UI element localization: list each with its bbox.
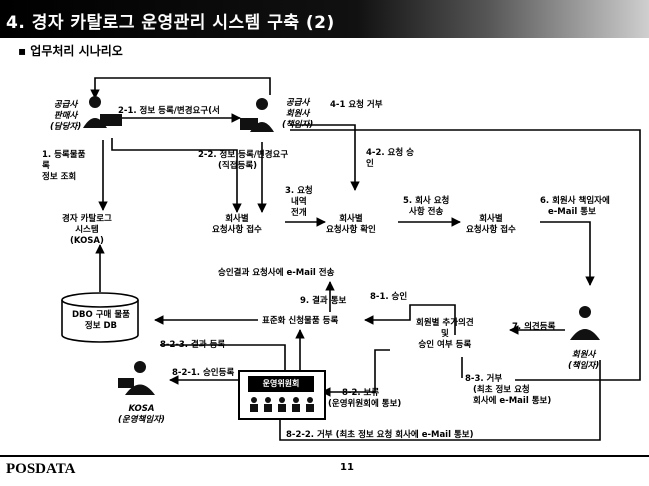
arrow-8-2 bbox=[321, 349, 390, 397]
step-2-1: 2-1. 정보 등록/변경요구(서 bbox=[118, 106, 220, 116]
step-4-2: 4-2. 요청 승 인 bbox=[366, 148, 414, 169]
footer-divider bbox=[0, 455, 649, 457]
decision-node: 회원별 추가의견 및 승인 여부 등록 bbox=[416, 318, 474, 350]
person-supplier bbox=[83, 96, 122, 128]
step-8-3: 8-3. 거부 (최초 정보 요청 회사에 e-Mail 통보) bbox=[465, 374, 552, 406]
person-kosa bbox=[118, 361, 155, 395]
arrow-2-2 bbox=[111, 138, 242, 213]
committee-label: 운영위원회 bbox=[248, 376, 314, 392]
committee-box: 운영위원회 bbox=[238, 370, 326, 420]
step-5: 5. 회사 요청 사항 전송 bbox=[403, 196, 450, 217]
arrow-6 bbox=[540, 221, 595, 286]
committee-people-icon bbox=[250, 397, 314, 412]
step-9: 9. 결과 통보 bbox=[300, 296, 347, 306]
step-6: 6. 회원사 책임자에 e-Mail 통보 bbox=[540, 196, 610, 217]
actor-member-bottom: 회원사 (책임자) bbox=[568, 350, 600, 371]
step-8-2-2: 8-2-2. 거부 (최초 정보 요청 회사에 e-Mail 통보) bbox=[286, 430, 474, 440]
actor-member: 공급사 회원사 (책임자) bbox=[282, 98, 314, 130]
catalog-system: 경자 카탈로그 시스템 (KOSA) bbox=[62, 214, 112, 246]
actor-kosa: KOSA (운영책임자) bbox=[118, 404, 165, 425]
arrow-4-1 bbox=[90, 77, 271, 99]
db-cylinder bbox=[61, 292, 139, 343]
arrow-8-2-3 bbox=[160, 344, 286, 370]
step-4-1: 4-1 요청 거부 bbox=[330, 100, 383, 110]
step-8-1: 8-1. 승인 bbox=[370, 292, 408, 302]
slide-subtitle: ▪ 업무처리 시나리오 bbox=[18, 44, 123, 58]
step-1: 1. 등록물품 록 정보 조회 bbox=[42, 150, 86, 182]
standard-registration: 표준화 신청물품 등록 bbox=[262, 316, 339, 326]
arrow-4-2 bbox=[290, 124, 360, 191]
step-8-2: 8-2. 보류 (운영위원회에 통보) bbox=[328, 388, 402, 409]
arrow-8-1 bbox=[364, 304, 456, 335]
person-member-bottom bbox=[570, 306, 600, 340]
arrow-8-2-2 bbox=[279, 360, 601, 441]
brand-logo: POSDATA bbox=[6, 461, 76, 477]
step-7: 7. 의견등록 bbox=[512, 322, 556, 332]
slide-title: 4. 경자 카탈로그 운영관리 시스템 구축 (2) bbox=[6, 13, 335, 33]
title-bar: 4. 경자 카탈로그 운영관리 시스템 구축 (2) bbox=[0, 0, 649, 38]
db-label: DBO 구매 물품 정보 DB bbox=[72, 310, 130, 331]
page-number: 11 bbox=[340, 462, 354, 473]
step-3: 3. 요청 내역 전개 bbox=[285, 186, 313, 218]
step-8-2-1: 8-2-1. 승인등록 bbox=[172, 368, 235, 378]
node-confirm: 회사별 요청사항 확인 bbox=[326, 214, 376, 235]
step-8-2-3: 8-2-3. 결과 등록 bbox=[160, 340, 226, 350]
actor-supplier: 공급사 판매사 (담당자) bbox=[50, 100, 82, 132]
arrow-right-return bbox=[290, 129, 641, 381]
node-receive-2: 회사별 요청사항 접수 bbox=[466, 214, 516, 235]
step-2-2: 2-2. 정보 등록/변경요구 (직접등록) bbox=[198, 150, 289, 171]
node-receive: 회사별 요청사항 접수 bbox=[212, 214, 262, 235]
approval-mail: 승인결과 요청사에 e-Mail 전송 bbox=[218, 268, 335, 278]
person-member bbox=[240, 98, 274, 132]
